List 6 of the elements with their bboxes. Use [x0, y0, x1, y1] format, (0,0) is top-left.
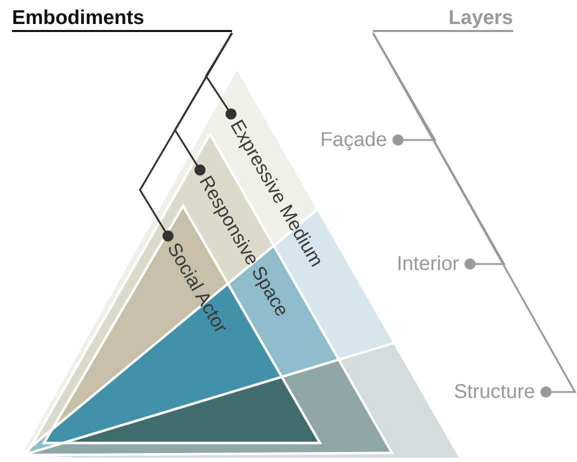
- layer-label: Façade: [320, 128, 398, 152]
- leader-line: [372, 32, 437, 146]
- leader-line: [138, 32, 233, 242]
- layer-label: Interior: [396, 252, 470, 276]
- layer-label: Structure: [454, 380, 546, 404]
- leader-line: [372, 32, 577, 398]
